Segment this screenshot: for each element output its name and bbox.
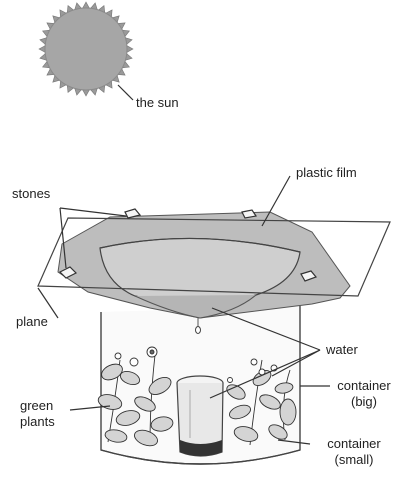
plant-leaf xyxy=(115,410,141,426)
sun-label: the sun xyxy=(136,95,179,110)
plant-flower xyxy=(250,358,258,366)
container-small-label-line1: container xyxy=(327,436,381,451)
plant-leaf xyxy=(233,426,259,442)
plant-leaf xyxy=(148,377,172,395)
water-leader-3 xyxy=(209,349,321,399)
water-droplet xyxy=(195,326,201,334)
plane-label: plane xyxy=(16,314,48,329)
water-leader-1 xyxy=(211,307,321,351)
sun-graphic xyxy=(38,1,134,97)
water-leader-2 xyxy=(271,349,321,377)
stones-leader-2 xyxy=(59,207,67,269)
sun-leader-line xyxy=(117,84,134,101)
sun-disc xyxy=(44,7,128,91)
plant-flower xyxy=(129,357,139,367)
big-container-base xyxy=(100,449,301,465)
small-container-graphic xyxy=(176,375,224,457)
plant-flower xyxy=(227,377,233,383)
film-sag xyxy=(134,294,257,319)
depression-rim xyxy=(99,237,301,253)
plant-flower xyxy=(114,352,122,360)
plant-leaf xyxy=(101,363,123,381)
green-plants-label-line2: plants xyxy=(20,414,55,429)
leader-lines xyxy=(37,175,330,445)
stones-graphic xyxy=(58,208,318,282)
stone xyxy=(241,209,258,219)
plant-leaf xyxy=(274,382,294,394)
stone xyxy=(58,266,78,279)
plant-leaf xyxy=(104,429,128,443)
plant-leaf xyxy=(268,424,288,440)
container-small-label: container (small) xyxy=(312,436,396,468)
container-big-label-line1: container xyxy=(337,378,391,393)
collected-water xyxy=(180,440,222,456)
stones-label: stones xyxy=(12,186,51,201)
container-small-label-line2: (small) xyxy=(334,452,374,467)
water-label: water xyxy=(326,342,358,357)
green-plants-leader xyxy=(69,405,111,411)
plane-leader xyxy=(37,287,59,319)
plant-flower-center xyxy=(149,349,155,355)
green-plants-graphic xyxy=(97,346,297,447)
plant-leaf xyxy=(134,396,156,412)
container-small-leader xyxy=(277,439,311,445)
plastic-film-label: plastic film xyxy=(296,165,357,180)
plant-leaf xyxy=(150,416,174,432)
green-plants-label-line1: green xyxy=(20,398,54,413)
plant-leaf xyxy=(134,429,158,447)
glass-plane xyxy=(37,217,391,297)
plant-leaf xyxy=(97,394,123,410)
container-big-label-line2: (big) xyxy=(350,394,377,409)
container-big-label: container (big) xyxy=(330,378,398,410)
stones-leader-1 xyxy=(59,207,127,217)
plant-leaf xyxy=(229,404,251,420)
green-plants-label: green plants xyxy=(20,398,55,430)
plant-leaf xyxy=(119,370,141,386)
plastic-film-leader xyxy=(261,175,291,227)
stone xyxy=(124,208,142,219)
plant-leaf xyxy=(259,394,281,410)
plant-leaf xyxy=(279,398,297,426)
stone xyxy=(300,270,318,282)
